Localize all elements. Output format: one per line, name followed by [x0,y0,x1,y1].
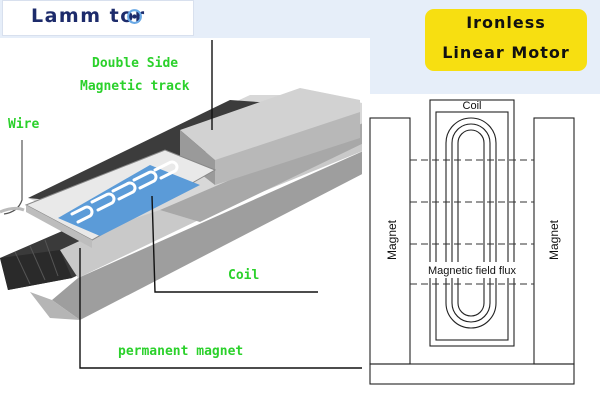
base-block [369,363,575,385]
coil-inner [435,111,509,341]
coil-frame [429,99,515,347]
title-line-2: Linear Motor [442,43,570,62]
title-badge: Ironless Linear Motor [425,9,587,71]
magnet-strip-front [0,250,72,290]
cross-section-magnet-right-label: Magnet [547,219,561,260]
coil-plate [58,165,200,236]
coil-carrier-edge [26,205,92,248]
flux-lines [410,159,534,285]
label-permanent-magnet: permanent magnet [118,344,244,359]
mount-block-side [215,112,360,185]
coil-loop-outer [445,117,497,329]
leader-coil [151,195,318,293]
cross-section-magnet-left-label: Magnet [385,219,399,260]
label-coil: Coil [228,268,260,283]
magnet-blocks [14,239,59,285]
coil-loop-middle [451,123,491,323]
coil-loop-inner [457,129,485,317]
motor-o-icon [127,9,142,24]
label-double-side: Double Side [92,56,179,71]
coil-windings [70,160,179,224]
cross-section-coil-label: Coil [463,100,482,112]
base-plate-front [52,148,370,320]
brand-name: Lamm tor [31,5,146,27]
brand-logo: Lamm tor [2,0,194,36]
cross-section-flux-label: Magnetic field flux [428,265,517,277]
mount-block-top [180,88,360,160]
label-wire: Wire [8,117,40,132]
leader-lines [79,40,365,369]
leader-magnet [79,248,365,369]
cross-section-background [362,94,600,400]
title-line-1: Ironless [466,13,546,32]
base-plate-edge [30,292,80,320]
label-magnetic-track: Magnetic track [80,79,190,94]
